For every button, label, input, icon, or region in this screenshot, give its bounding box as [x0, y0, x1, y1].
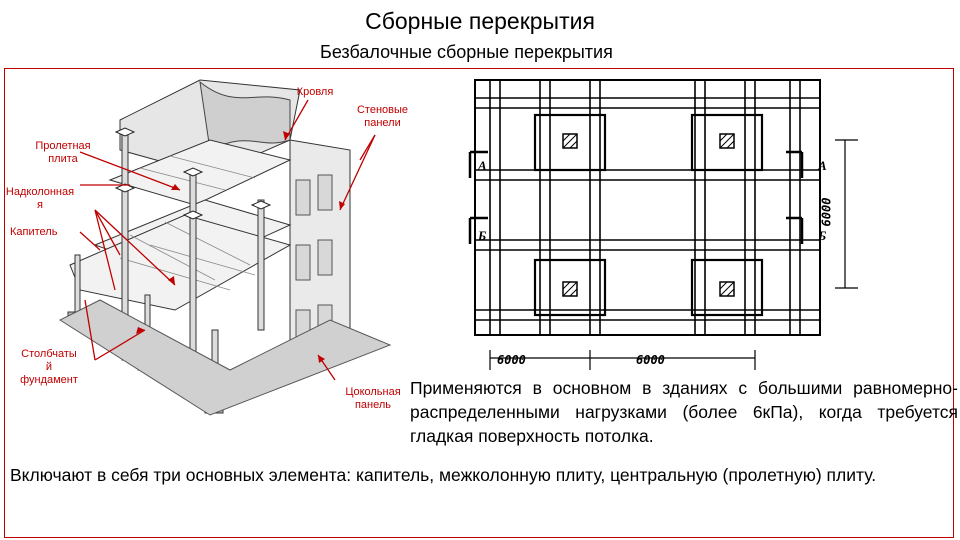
page-title: Сборные перекрытия	[365, 8, 595, 34]
section-mark-b-left: Б	[478, 228, 487, 243]
page-subtitle: Безбалочные сборные перекрытия	[320, 42, 613, 62]
building-sketch	[58, 79, 392, 416]
label-foundation-line3: фундамент	[20, 374, 78, 386]
dim-bottom-right: 6000	[636, 353, 665, 367]
label-foundation-line1: Столбчаты	[21, 348, 77, 360]
label-wall-panels: Стеновые панели	[356, 104, 409, 129]
paragraph-usage: Применяются в основном в зданиях с больш…	[410, 378, 958, 446]
content-frame	[4, 68, 954, 538]
section-mark-a-right: А	[818, 158, 827, 173]
label-span-slab: Пролетная плита	[35, 140, 91, 165]
dim-right: 6000	[819, 197, 834, 227]
label-roof: Кровля	[296, 86, 334, 98]
dim-bottom-left: 6000	[497, 353, 526, 367]
section-mark-a-left: А	[478, 158, 487, 173]
paragraph-elements: Включают в себя три основных элемента: к…	[10, 465, 877, 485]
section-mark-b-right: Б	[818, 228, 827, 243]
label-plinth-panel: Цокольная панель	[345, 386, 401, 411]
label-column-slab-line2: я	[37, 199, 43, 211]
label-foundation-line2: й	[45, 361, 53, 373]
label-column-slab: Надколонная я	[4, 186, 76, 212]
label-column-slab-line1: Надколонная	[5, 186, 75, 198]
label-capital: Капитель	[10, 226, 58, 238]
label-column-foundation: Столбчаты й фундамент	[6, 348, 92, 387]
floor-plan	[468, 79, 858, 370]
